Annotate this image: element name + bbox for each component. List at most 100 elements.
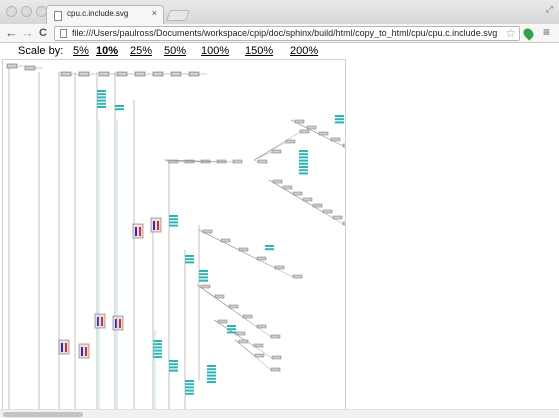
graph-node [256,256,267,261]
graph-node [254,353,265,358]
graph-node [306,125,317,130]
forward-button[interactable]: → [21,25,34,40]
graph-leaf-node [207,368,216,371]
graph-leaf-node [299,156,308,159]
graph-node [116,71,128,77]
graph-leaf-node [227,331,236,334]
minimize-window-button[interactable] [21,6,32,17]
bookmark-star-icon[interactable]: ☆ [505,26,516,40]
graph-leaf-node [169,360,178,362]
graph-node [188,71,200,77]
scale-option-50[interactable]: 50% [164,45,187,57]
scale-option-5[interactable]: 5% [73,45,89,57]
graph-node [78,71,90,77]
graph-node [202,229,213,234]
graph-node-bar [135,227,137,236]
scale-option-200[interactable]: 200% [290,45,319,57]
extension-icon[interactable] [521,26,536,41]
graph-edge [253,159,259,163]
close-window-button[interactable] [6,6,17,17]
graph-leaf-node [227,325,236,327]
graph-node [94,313,106,329]
graph-node-bar [81,347,83,356]
graph-leaf-node [335,115,344,117]
graph-leaf-node [299,150,308,152]
file-icon [60,29,67,38]
fullscreen-icon[interactable]: ⤢ [545,4,553,14]
graph-leaf-node [207,365,216,367]
graph-node [228,304,239,309]
horizontal-scrollbar[interactable] [0,409,559,418]
reload-button[interactable]: C [39,27,47,39]
graph-leaf-node [169,218,178,221]
graph-leaf-node [299,159,308,162]
graph-node [238,339,249,344]
tab-close-icon[interactable]: × [151,8,157,18]
graph-leaf-node [169,363,178,366]
graph-node [285,139,296,144]
graph-node [58,339,70,355]
scale-option-100[interactable]: 100% [201,45,230,57]
graph-leaf-node [299,172,308,175]
graph-leaf-node [185,392,194,395]
tab-cpu-include-svg[interactable]: cpu.c.include.svg × [46,5,164,25]
back-button[interactable]: ← [5,25,18,40]
graph-node-bar [157,221,159,230]
scale-option-25[interactable]: 25% [130,45,153,57]
graph-node-bar [65,343,67,352]
graph-node-bar [115,319,117,328]
graph-leaf-node [153,346,162,349]
graph-node [270,334,281,339]
scale-label: Scale by: [18,45,64,57]
graph-leaf-node [335,118,344,121]
graph-node [6,63,18,69]
graph-node [134,71,146,77]
graph-node [322,209,333,214]
graph-node [257,159,268,164]
window-titlebar: cpu.c.include.svg × ⤢ [0,0,559,25]
graph-leaf-node [97,93,106,96]
graph-leaf-node [169,221,178,224]
graph-edge [253,151,273,161]
graph-leaf-node [153,343,162,346]
graph-leaf-node [199,279,208,282]
graph-leaf-node [265,248,274,251]
graph-leaf-node [199,270,208,272]
scale-option-150[interactable]: 150% [245,45,274,57]
menu-icon[interactable]: ≡ [543,25,551,39]
graph-node [235,331,246,336]
include-graph[interactable] [3,60,346,413]
url-text[interactable]: file:///Users/paulross/Documents/workspa… [72,28,498,38]
graph-node [312,203,323,208]
new-tab-button[interactable] [165,10,191,21]
graph-edge [164,159,170,163]
document-icon [54,11,62,21]
graph-node [242,314,253,319]
horizontal-scrollbar-thumb[interactable] [3,412,83,417]
graph-node [60,71,72,77]
tab-title: cpu.c.include.svg [67,9,129,18]
address-bar[interactable]: file:///Users/paulross/Documents/workspa… [54,26,520,41]
graph-node-bar [61,343,63,352]
graph-node [330,137,341,142]
graph-leaf-node [169,224,178,227]
graph-leaf-node [185,383,194,386]
graph-leaf-node [97,96,106,99]
graph-leaf-node [185,261,194,264]
graph-node [152,71,164,77]
scale-option-10[interactable]: 10% [96,45,119,57]
graph-leaf-node [299,162,308,165]
graph-node [294,119,305,124]
graph-node [256,324,267,329]
graph-leaf-node [97,102,106,105]
graph-leaf-node [185,258,194,261]
graph-node [214,294,225,299]
graph-node [170,71,182,77]
graph-node [270,367,281,372]
graph-node [272,179,283,184]
graph-leaf-node [185,389,194,392]
graph-edge [268,179,344,225]
graph-leaf-node [265,245,274,247]
graph-node-bar [101,317,103,326]
graph-node [150,217,162,233]
